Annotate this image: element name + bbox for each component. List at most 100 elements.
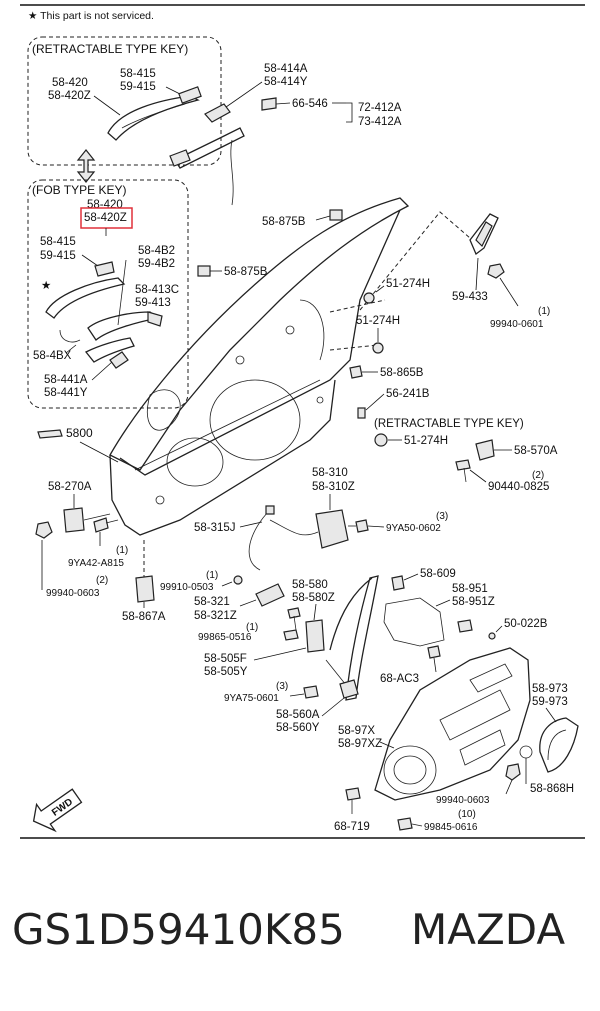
- label-99865-0516: 99865-0516: [198, 632, 252, 643]
- nut-51-274h: [372, 342, 384, 354]
- clip-68-719: [345, 787, 361, 801]
- outer-handle-retractable: [107, 95, 200, 141]
- label-58-580z: 58-580Z: [292, 592, 335, 604]
- qty-9ya50-0602: (3): [436, 511, 448, 522]
- qty-90440-0825: (2): [532, 470, 544, 481]
- leader-line: [403, 573, 419, 581]
- screw-99865-0516: [287, 607, 301, 619]
- label-58-97xz: 58-97XZ: [338, 738, 382, 750]
- label-72-412a: 72-412A: [358, 102, 402, 114]
- label-58-560y: 58-560Y: [276, 722, 320, 734]
- latch-cable: [269, 519, 319, 536]
- label-99940-0603: 99940-0603: [46, 588, 100, 599]
- nut-99940-0601: [487, 263, 505, 279]
- fwd-arrow-icon: FWD: [32, 788, 83, 833]
- pointing-hand-icon: [37, 429, 63, 439]
- part-caption: GS1D59410K85 MAZDA: [0, 905, 600, 975]
- leader-line: [65, 344, 77, 354]
- leader-line: [375, 285, 385, 293]
- bolt-9ya75-0601: [303, 685, 319, 699]
- qty-99940-0603: (2): [96, 575, 108, 586]
- cable-clip-58-315j: [265, 505, 275, 515]
- hole: [285, 325, 295, 335]
- door-parts-diagram: ★ This part is not serviced. (RETRACTABL…: [20, 4, 585, 839]
- retractable-key-group-title: (RETRACTABLE TYPE KEY): [32, 42, 188, 56]
- leader-line: [289, 693, 305, 697]
- leader-line: [253, 647, 307, 661]
- handle-cap-fob: [94, 261, 115, 277]
- leader-line: [79, 441, 119, 463]
- label-58-310: 58-310: [312, 467, 348, 479]
- leader-line: [93, 95, 121, 116]
- bolt-shaft: [463, 467, 467, 483]
- label-90440-0825: 90440-0825: [488, 481, 549, 493]
- handle-lever: [84, 337, 135, 363]
- qty-9ya42-a815: (1): [116, 545, 128, 556]
- door-inner-line: [134, 379, 321, 471]
- leader-line: [239, 521, 263, 528]
- qty-99940-0601: (1): [538, 306, 550, 317]
- label-58-951z: 58-951Z: [452, 596, 495, 608]
- clip-56-241b: [357, 407, 366, 419]
- leader-line: [379, 741, 395, 749]
- handle-58-321: [255, 583, 285, 607]
- hinge-inner: [475, 221, 493, 248]
- label-58-441y: 58-441Y: [44, 387, 88, 399]
- door-check-58-270a: [63, 507, 85, 533]
- retractable-key-note: (RETRACTABLE TYPE KEY): [374, 418, 524, 430]
- screw-9ya50-0602: [355, 519, 369, 533]
- regulator-rail: [345, 575, 379, 701]
- regulator-bracket-58-560a: [339, 679, 359, 699]
- rod: [230, 139, 234, 206]
- door-inner-frame: [119, 209, 401, 476]
- clip-58-609: [391, 575, 405, 591]
- leader-line: [117, 259, 127, 326]
- leader-line: [435, 599, 451, 607]
- label-58-415: 58-415: [40, 236, 76, 248]
- label-51-274h: 51-274H: [404, 435, 448, 447]
- qty-99845-0616: (10): [458, 809, 476, 820]
- label-58-321: 58-321: [194, 596, 230, 608]
- bracket-tab: [147, 311, 163, 327]
- double-arrow-icon: [76, 149, 96, 183]
- label-9ya75-0601: 9YA75-0601: [224, 693, 279, 704]
- speaker-grille-inner: [393, 755, 427, 785]
- leader-line: [505, 779, 513, 795]
- label-58-4b2: 58-4B2: [138, 245, 175, 257]
- label-58-420z: 58-420Z: [48, 90, 91, 102]
- bolt-9ya42-a815: [93, 517, 109, 533]
- seal-58-875b: [329, 209, 343, 221]
- label-58-560a: 58-560A: [276, 709, 320, 721]
- label-50-022b: 50-022B: [504, 618, 548, 630]
- leader-line: [313, 603, 317, 621]
- label-58-867a: 58-867A: [122, 611, 166, 623]
- frame-detail: [299, 299, 325, 361]
- label-58-97x: 58-97X: [338, 725, 375, 737]
- seal-58-875b-lower: [197, 265, 211, 277]
- label-58-420: 58-420: [52, 77, 88, 89]
- screw-99910-0503: [233, 575, 243, 585]
- highlight-box: [80, 207, 133, 229]
- label-58-580: 58-580: [292, 579, 328, 591]
- label-59-415: 59-415: [120, 81, 156, 93]
- cap-58-868h: [519, 745, 533, 759]
- handle-detail: [121, 103, 186, 129]
- nut-51-274h: [363, 292, 375, 304]
- label-59-973: 59-973: [532, 696, 568, 708]
- door-lower-edge: [109, 379, 336, 536]
- label-99910-0503: 99910-0503: [160, 582, 214, 593]
- access-hole: [209, 379, 301, 461]
- qty-9ya75-0601: (3): [276, 681, 288, 692]
- speaker-grille: [383, 745, 437, 795]
- label-59-4b2: 59-4B2: [138, 258, 175, 270]
- label-58-570a: 58-570A: [514, 445, 558, 457]
- label-58-951: 58-951: [452, 583, 488, 595]
- bolt-shaft: [105, 519, 119, 524]
- label-58-315j: 58-315J: [194, 522, 236, 534]
- label-68-719: 68-719: [334, 821, 370, 833]
- handle-frame: [174, 127, 245, 169]
- fob-cable: [59, 329, 81, 343]
- access-hole-small: [146, 389, 181, 431]
- leader-line: [545, 707, 557, 723]
- qty-99865-0516: (1): [246, 622, 258, 633]
